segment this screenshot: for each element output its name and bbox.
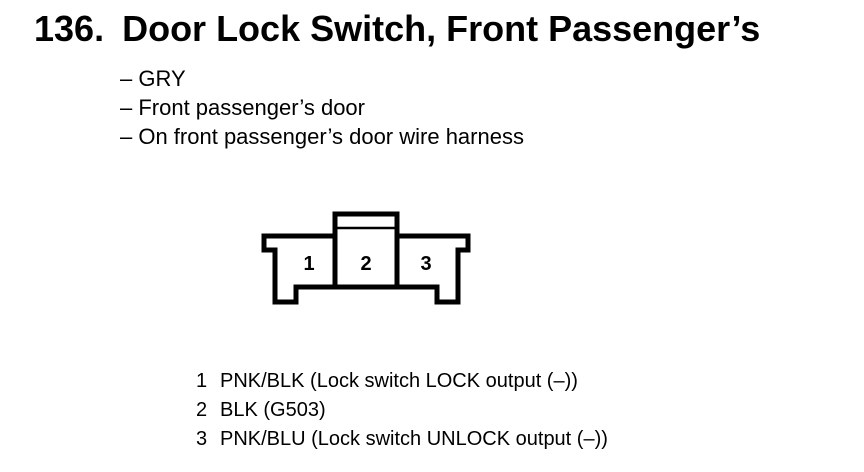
component-number: 136. [34, 8, 105, 49]
detail-location: – Front passenger’s door [120, 95, 365, 120]
connector-pin-2: 2 [360, 253, 371, 275]
component-name: Door Lock Switch, Front Passenger’s [122, 8, 761, 49]
pin-list: 1 PNK/BLK (Lock switch LOCK output (–)) 2… [196, 367, 608, 454]
pin-row-1: 1 PNK/BLK (Lock switch LOCK output (–)) [196, 367, 608, 396]
pin-number: 2 [196, 399, 208, 421]
connector-lock-tab [332, 211, 400, 290]
connector-pin-1: 1 [303, 253, 314, 275]
pin-description: PNK/BLU (Lock switch UNLOCK output (–)) [220, 428, 608, 450]
pin-description: BLK (G503) [220, 399, 326, 421]
connector-pin-3: 3 [420, 253, 431, 275]
detail-harness: – On front passenger’s door wire harness [120, 124, 524, 149]
pin-number: 1 [196, 370, 208, 392]
page-title: 136. Door Lock Switch, Front Passenger’s [34, 8, 760, 50]
detail-color: – GRY [120, 66, 186, 91]
pin-row-2: 2 BLK (G503) [196, 396, 608, 425]
pin-description: PNK/BLK (Lock switch LOCK output (–)) [220, 370, 578, 392]
connector-details: – GRY – Front passenger’s door – On fron… [120, 64, 524, 151]
pin-number: 3 [196, 428, 208, 450]
pin-row-3: 3 PNK/BLU (Lock switch UNLOCK output (–)) [196, 425, 608, 454]
